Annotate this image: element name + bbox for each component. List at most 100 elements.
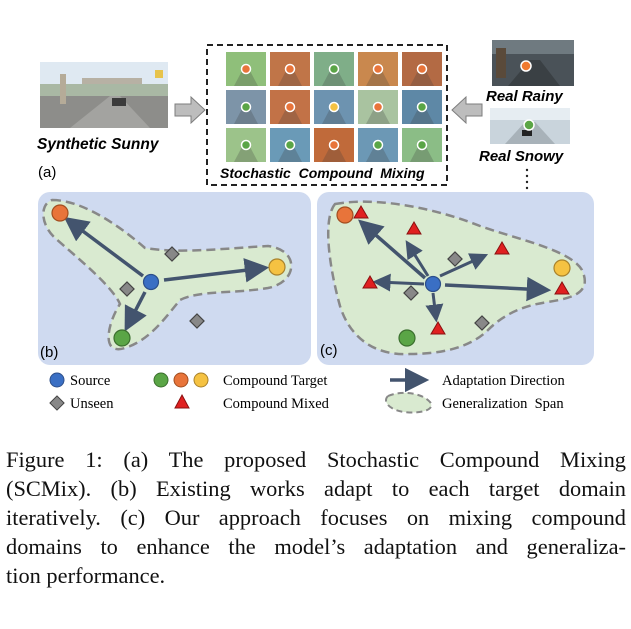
mixing-label: Stochastic Compound Mixing — [220, 165, 425, 181]
mosaic-road — [410, 145, 434, 162]
real-rainy-image — [492, 40, 574, 86]
mixed-node — [362, 275, 378, 289]
mosaic-domain-dot — [372, 101, 384, 113]
real-snowy-label: Real Snowy — [479, 148, 564, 165]
mosaic-domain-dot — [284, 139, 296, 151]
real-snowy-image — [490, 108, 570, 144]
target-yellow-node — [553, 259, 571, 277]
legend-target-orange-icon — [173, 372, 189, 388]
mosaic-domain-dot — [372, 139, 384, 151]
mosaic-domain-dot — [328, 63, 340, 75]
legend-compound-target-label: Compound Target — [223, 373, 327, 389]
unseen-node — [119, 281, 135, 297]
left-block-arrow — [451, 95, 483, 125]
adaptation-arrow — [124, 291, 147, 332]
mosaic-domain-dot — [240, 139, 252, 151]
legend-adaptation-label: Adaptation Direction — [442, 373, 566, 389]
mixed-node — [554, 281, 570, 295]
caption-line: domains to enhance the model’s adaptatio… — [6, 534, 626, 559]
panel-c-label: (c) — [320, 342, 338, 359]
caption-line: iteratively. (c) Our approach focuses on… — [6, 505, 626, 530]
generalization-span-b — [42, 198, 293, 351]
mosaic-domain-dot — [328, 139, 340, 151]
target-yellow-node — [268, 258, 286, 276]
unseen-node — [403, 285, 419, 301]
mosaic-road — [234, 69, 258, 86]
target-green-node — [398, 329, 416, 347]
legend-unseen-label: Unseen — [70, 396, 114, 412]
legend-compound-mixed-label: Compound Mixed — [223, 396, 330, 412]
adaptation-arrow — [444, 276, 552, 302]
mixing-box — [206, 44, 448, 186]
adaptation-arrow — [405, 240, 430, 277]
target-orange-node — [336, 206, 354, 224]
mosaic-road — [278, 69, 302, 86]
unseen-node — [447, 251, 463, 267]
source-node — [424, 275, 442, 293]
panel-b-label: (b) — [40, 344, 58, 361]
mixing-mosaic — [226, 52, 442, 162]
mosaic-domain-dot — [240, 101, 252, 113]
mixed-node — [430, 321, 446, 335]
mosaic-road — [234, 107, 258, 124]
mosaic-road — [278, 107, 302, 124]
adaptation-arrow — [439, 253, 489, 278]
legend-target-green-icon — [153, 372, 169, 388]
caption-line: tion performance. — [6, 563, 166, 588]
real-rainy-label: Real Rainy — [486, 88, 563, 105]
mosaic-road — [322, 145, 346, 162]
mixed-node — [406, 221, 422, 235]
panel-c: (c) — [317, 192, 594, 365]
mosaic-road — [410, 69, 434, 86]
legend-span-icon — [385, 391, 433, 414]
mosaic-road — [322, 69, 346, 86]
mosaic-domain-dot — [240, 63, 252, 75]
synthetic-sunny-label: Synthetic Sunny — [37, 136, 160, 153]
caption-line: (SCMix). (b) Existing works adapt to eac… — [6, 476, 626, 501]
adaptation-arrow — [425, 292, 444, 323]
adaptation-arrow — [372, 273, 425, 292]
target-green-node — [113, 329, 131, 347]
mosaic-road — [366, 69, 390, 86]
mosaic-domain-dot — [372, 63, 384, 75]
legend-span-label: Generalization Span — [442, 396, 564, 412]
mixed-node — [494, 241, 510, 255]
unseen-node — [189, 313, 205, 329]
caption-line: Figure 1: (a) The proposed Stochastic Co… — [6, 447, 626, 472]
legend-mixed-icon — [174, 393, 190, 409]
figure-1: Synthetic Sunny (a) Stochastic Compound … — [37, 40, 594, 414]
mosaic-domain-dot — [416, 101, 428, 113]
mixed-node — [353, 205, 369, 219]
mosaic-road — [410, 107, 434, 124]
ellipsis-dots — [525, 168, 529, 190]
mosaic-road — [234, 145, 258, 162]
legend: Source Unseen Compound Target Compound M… — [49, 367, 566, 414]
panel-a: Synthetic Sunny (a) Stochastic Compound … — [37, 40, 574, 190]
mosaic-domain-dot — [416, 63, 428, 75]
synthetic-sunny-image — [40, 62, 168, 128]
mosaic-domain-dot — [284, 63, 296, 75]
panel-b: (b) — [38, 192, 311, 365]
mosaic-road — [278, 145, 302, 162]
legend-unseen-icon — [49, 395, 65, 411]
mosaic-domain-dot — [416, 139, 428, 151]
legend-target-yellow-icon — [193, 372, 209, 388]
target-orange-node — [51, 204, 69, 222]
legend-source-icon — [49, 372, 65, 388]
unseen-node — [164, 246, 180, 262]
mosaic-road — [322, 107, 346, 124]
generalization-span-c — [326, 200, 586, 356]
mosaic-domain-dot — [328, 101, 340, 113]
mosaic-road — [366, 145, 390, 162]
source-node — [142, 273, 160, 291]
mosaic-road — [366, 107, 390, 124]
adaptation-arrow — [358, 219, 427, 280]
figure-caption: Figure 1: (a) The proposed Stochastic Co… — [6, 445, 626, 590]
adaptation-arrow — [163, 258, 270, 283]
adaptation-arrow — [63, 216, 145, 278]
mosaic-domain-dot — [284, 101, 296, 113]
right-block-arrow — [174, 95, 206, 125]
legend-source-label: Source — [70, 373, 110, 389]
panel-a-label: (a) — [38, 164, 56, 181]
unseen-node — [474, 315, 490, 331]
